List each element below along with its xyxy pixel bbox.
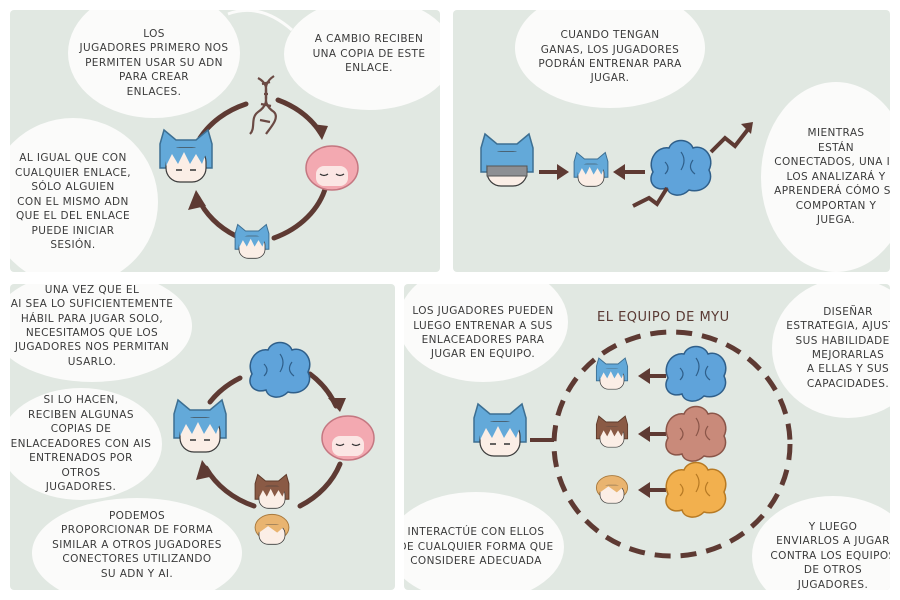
growth-line bbox=[632, 186, 669, 208]
bubble-text: DISEÑAR ESTRATEGIA, AJUSTAR SUS HABILIDA… bbox=[786, 305, 890, 390]
speech-bubble-dna-usage: LOS JUGADORES PRIMERO NOS PERMITEN USAR … bbox=[68, 10, 240, 118]
player-blue-hair-icon bbox=[159, 128, 213, 183]
bubble-text: Y LUEGO ENVIARLOS A JUGAR CONTRA LOS EQU… bbox=[770, 520, 890, 590]
growth-line bbox=[709, 126, 751, 154]
panel-dna-link-cycle: LOS JUGADORES PRIMERO NOS PERMITEN USAR … bbox=[10, 10, 440, 272]
arrow-icon bbox=[203, 465, 257, 509]
speech-bubble-ai-analysis: MIENTRAS ESTÁN CONECTADOS, UNA IA LOS AN… bbox=[761, 82, 890, 272]
player-blonde-hair-icon bbox=[254, 513, 290, 545]
player-blue-hair-icon bbox=[473, 402, 527, 457]
player-blonde-hair-icon bbox=[595, 475, 629, 504]
panel-team: LOS JUGADORES PUEDEN LUEGO ENTRENAR A SU… bbox=[404, 284, 890, 590]
dna-icon bbox=[249, 75, 277, 135]
pink-character-icon bbox=[305, 145, 359, 191]
speech-bubble-receive-copies: SI LO HACEN, RECIBEN ALGUNAS COPIAS DE E… bbox=[10, 388, 162, 500]
player-blue-hair-icon bbox=[234, 223, 270, 259]
panel-training: CUANDO TENGAN GANAS, LOS JUGADORES PODRÁ… bbox=[453, 10, 890, 272]
brain-icon bbox=[650, 139, 712, 196]
arrow-icon bbox=[271, 183, 329, 241]
brain-icon bbox=[249, 341, 311, 398]
brain-icon bbox=[665, 461, 727, 518]
speech-bubble-provide-connectors: PODEMOS PROPORCIONAR DE FORMA SIMILAR A … bbox=[32, 498, 242, 590]
player-blue-hair-icon bbox=[573, 151, 609, 187]
arrow-icon bbox=[539, 164, 569, 180]
arrow-icon bbox=[297, 461, 343, 509]
bubble-text: PODEMOS PROPORCIONAR DE FORMA SIMILAR A … bbox=[52, 509, 222, 580]
speech-bubble-team-training: LOS JUGADORES PUEDEN LUEGO ENTRENAR A SU… bbox=[404, 284, 568, 382]
arrow-icon bbox=[207, 375, 243, 405]
arrow-icon bbox=[638, 482, 666, 498]
arrow-icon bbox=[741, 122, 753, 134]
pink-character-icon bbox=[321, 415, 375, 461]
bubble-text: SI LO HACEN, RECIBEN ALGUNAS COPIAS DE E… bbox=[10, 394, 152, 494]
arrow-icon bbox=[196, 460, 214, 480]
ai-sharing-diagram bbox=[173, 341, 375, 545]
bubble-text: MIENTRAS ESTÁN CONECTADOS, UNA IA LOS AN… bbox=[774, 127, 890, 227]
team-dashed-circle bbox=[551, 329, 793, 559]
speech-bubble-ai-skill: UNA VEZ QUE EL AI SEA LO SUFICIENTEMENTE… bbox=[10, 284, 192, 382]
bubble-text: A CAMBIO RECIBEN UNA COPIA DE ESTE ENLAC… bbox=[312, 33, 426, 75]
arrow-icon bbox=[312, 124, 328, 140]
arrow-icon bbox=[638, 368, 666, 384]
team-title: EL EQUIPO DE MYU bbox=[597, 310, 730, 325]
arrow-icon bbox=[188, 190, 206, 210]
bubble-text: CUANDO TENGAN GANAS, LOS JUGADORES PODRÁ… bbox=[538, 29, 682, 85]
arrow-icon bbox=[613, 164, 645, 180]
bubble-text: LOS JUGADORES PUEDEN LUEGO ENTRENAR A SU… bbox=[412, 305, 554, 361]
bubble-text: UNA VEZ QUE EL AI SEA LO SUFICIENTEMENTE… bbox=[10, 284, 174, 368]
speech-bubble-interact: INTERACTÚE CON ELLOS DE CUALQUIER FORMA … bbox=[404, 492, 564, 590]
bubble-text: INTERACTÚE CON ELLOS DE CUALQUIER FORMA … bbox=[404, 526, 554, 568]
brain-icon bbox=[665, 345, 727, 402]
bubble-connector bbox=[227, 10, 293, 32]
bubble-text: AL IGUAL QUE CON CUALQUIER ENLACE, SÓLO … bbox=[14, 152, 132, 252]
player-with-visor-icon bbox=[480, 132, 534, 187]
panel-ai-sharing: UNA VEZ QUE EL AI SEA LO SUFICIENTEMENTE… bbox=[10, 284, 395, 590]
cycle-diagram bbox=[159, 10, 359, 259]
speech-bubble-strategy: DISEÑAR ESTRATEGIA, AJUSTAR SUS HABILIDA… bbox=[772, 284, 890, 418]
bubble-text: LOS JUGADORES PRIMERO NOS PERMITEN USAR … bbox=[79, 27, 229, 98]
speech-bubble-training: CUANDO TENGAN GANAS, LOS JUGADORES PODRÁ… bbox=[515, 10, 705, 108]
arrow-icon bbox=[275, 97, 323, 135]
player-blue-hair-icon bbox=[173, 398, 227, 453]
player-brown-hair-icon bbox=[595, 415, 629, 448]
speech-bubble-link-copy: A CAMBIO RECIBEN UNA COPIA DE ESTE ENLAC… bbox=[284, 10, 440, 110]
player-blue-hair-icon bbox=[595, 357, 629, 390]
training-diagram bbox=[480, 122, 753, 208]
team-diagram bbox=[473, 329, 793, 559]
arrow-icon bbox=[328, 398, 346, 412]
brain-icon bbox=[665, 405, 727, 462]
arrow-icon bbox=[638, 426, 666, 442]
speech-bubble-login-rule: AL IGUAL QUE CON CUALQUIER ENLACE, SÓLO … bbox=[10, 118, 158, 272]
player-brown-hair-icon bbox=[254, 473, 290, 509]
